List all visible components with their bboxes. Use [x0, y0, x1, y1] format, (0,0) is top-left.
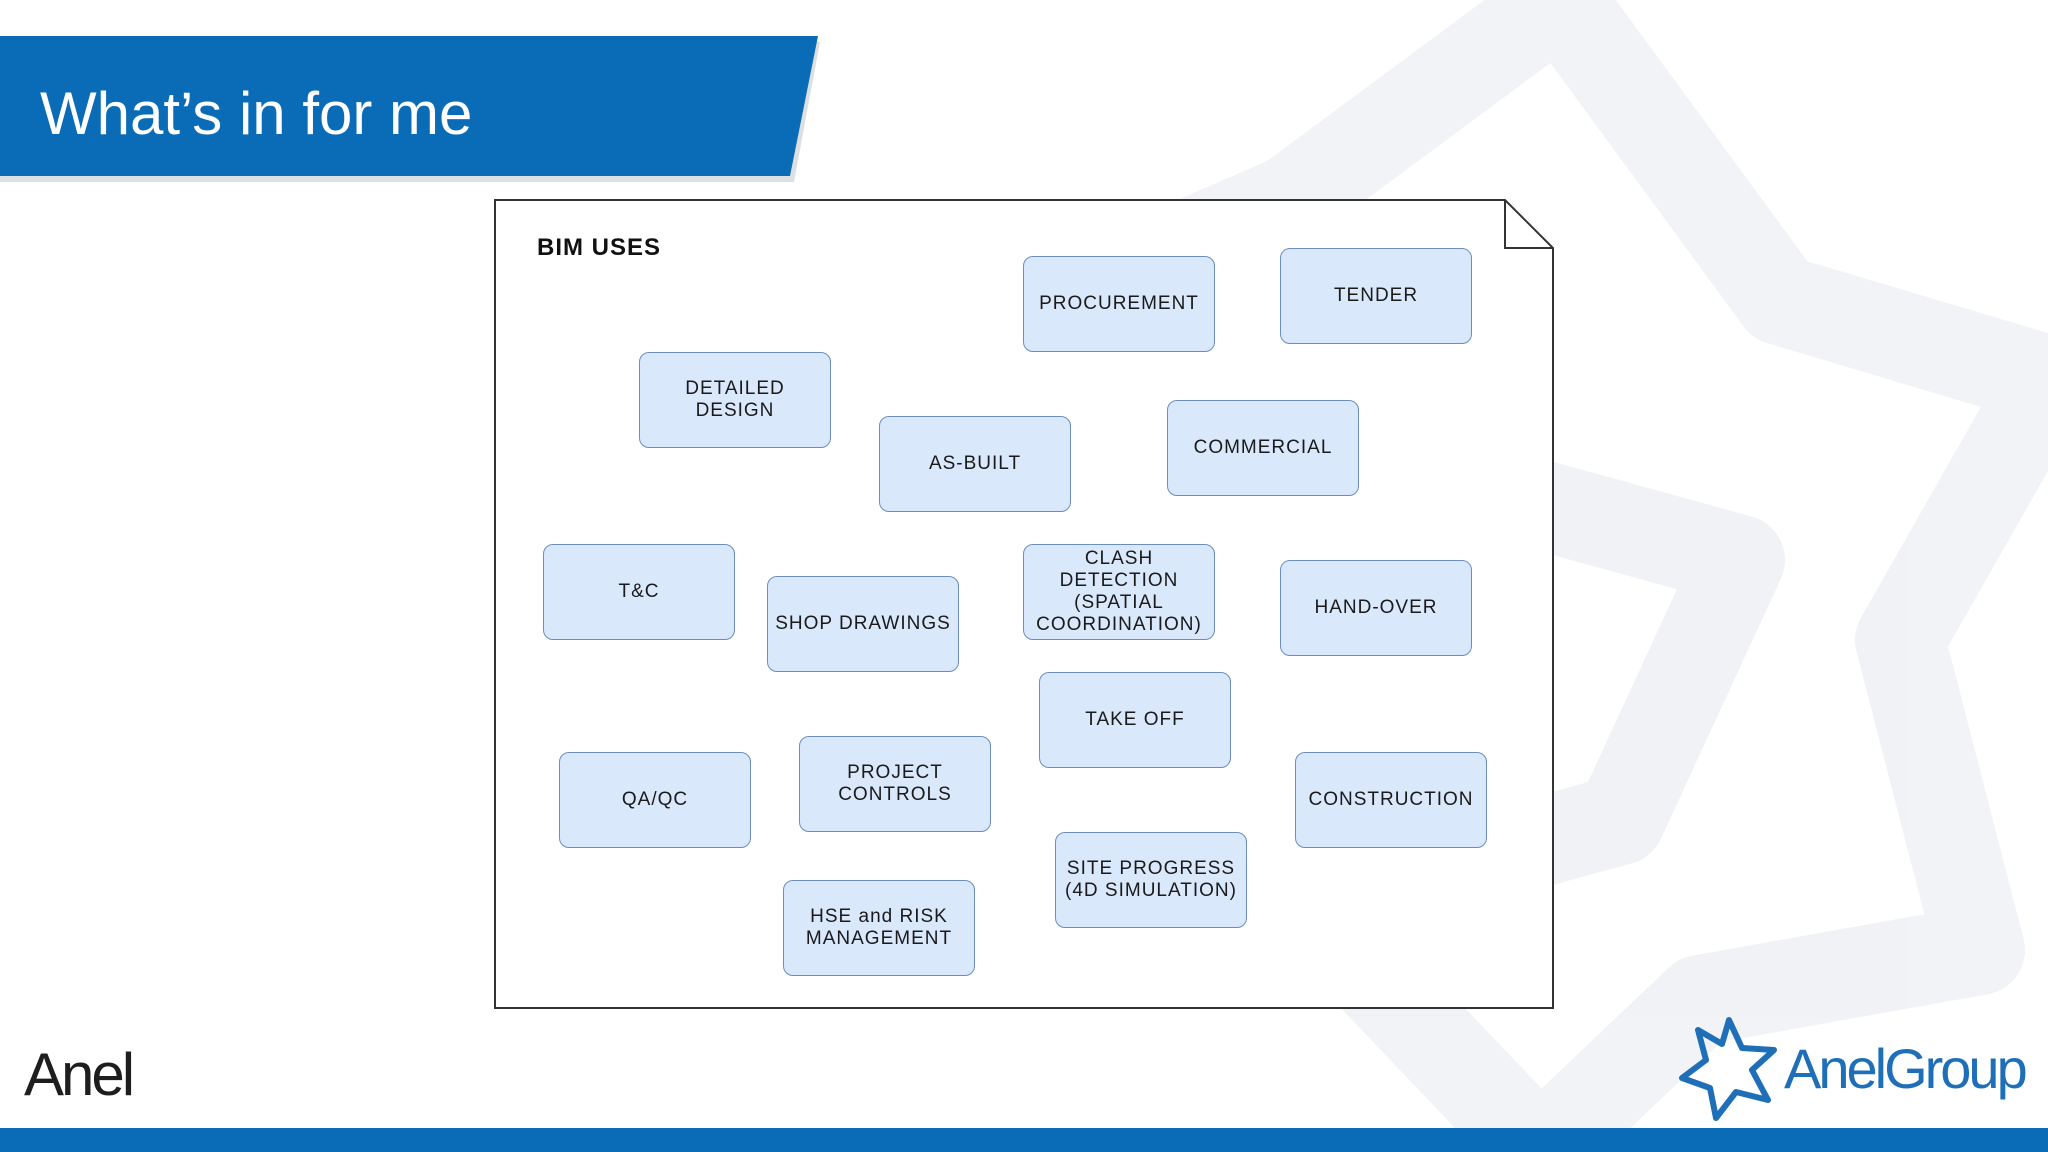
- node-project-controls: PROJECT CONTROLS: [799, 736, 991, 832]
- node-site-progress: SITE PROGRESS (4D SIMULATION): [1055, 832, 1247, 928]
- anel-star-icon: [1679, 1017, 1777, 1121]
- node-qa-qc: QA/QC: [559, 752, 751, 848]
- node-shop-drawings: SHOP DRAWINGS: [767, 576, 959, 672]
- slide-title: What’s in for me: [40, 80, 473, 147]
- anel-logo: Anel: [24, 1041, 135, 1108]
- node-commercial: COMMERCIAL: [1167, 400, 1359, 496]
- node-clash-detection: CLASH DETECTION (SPATIAL COORDINATION): [1023, 544, 1215, 640]
- node-detailed-design: DETAILED DESIGN: [639, 352, 831, 448]
- node-procurement: PROCUREMENT: [1023, 256, 1215, 352]
- node-hand-over: HAND-OVER: [1280, 560, 1472, 656]
- node-t-and-c: T&C: [543, 544, 735, 640]
- node-as-built: AS-BUILT: [879, 416, 1071, 512]
- footer-bar: [0, 1128, 2048, 1152]
- diagram-heading: BIM USES: [537, 234, 662, 261]
- node-construction: CONSTRUCTION: [1295, 752, 1487, 848]
- anelgroup-logo: AnelGroup: [1784, 1037, 2028, 1100]
- title-banner: [0, 36, 820, 182]
- node-take-off: TAKE OFF: [1039, 672, 1231, 768]
- node-hse-risk: HSE and RISK MANAGEMENT: [783, 880, 975, 976]
- node-tender: TENDER: [1280, 248, 1472, 344]
